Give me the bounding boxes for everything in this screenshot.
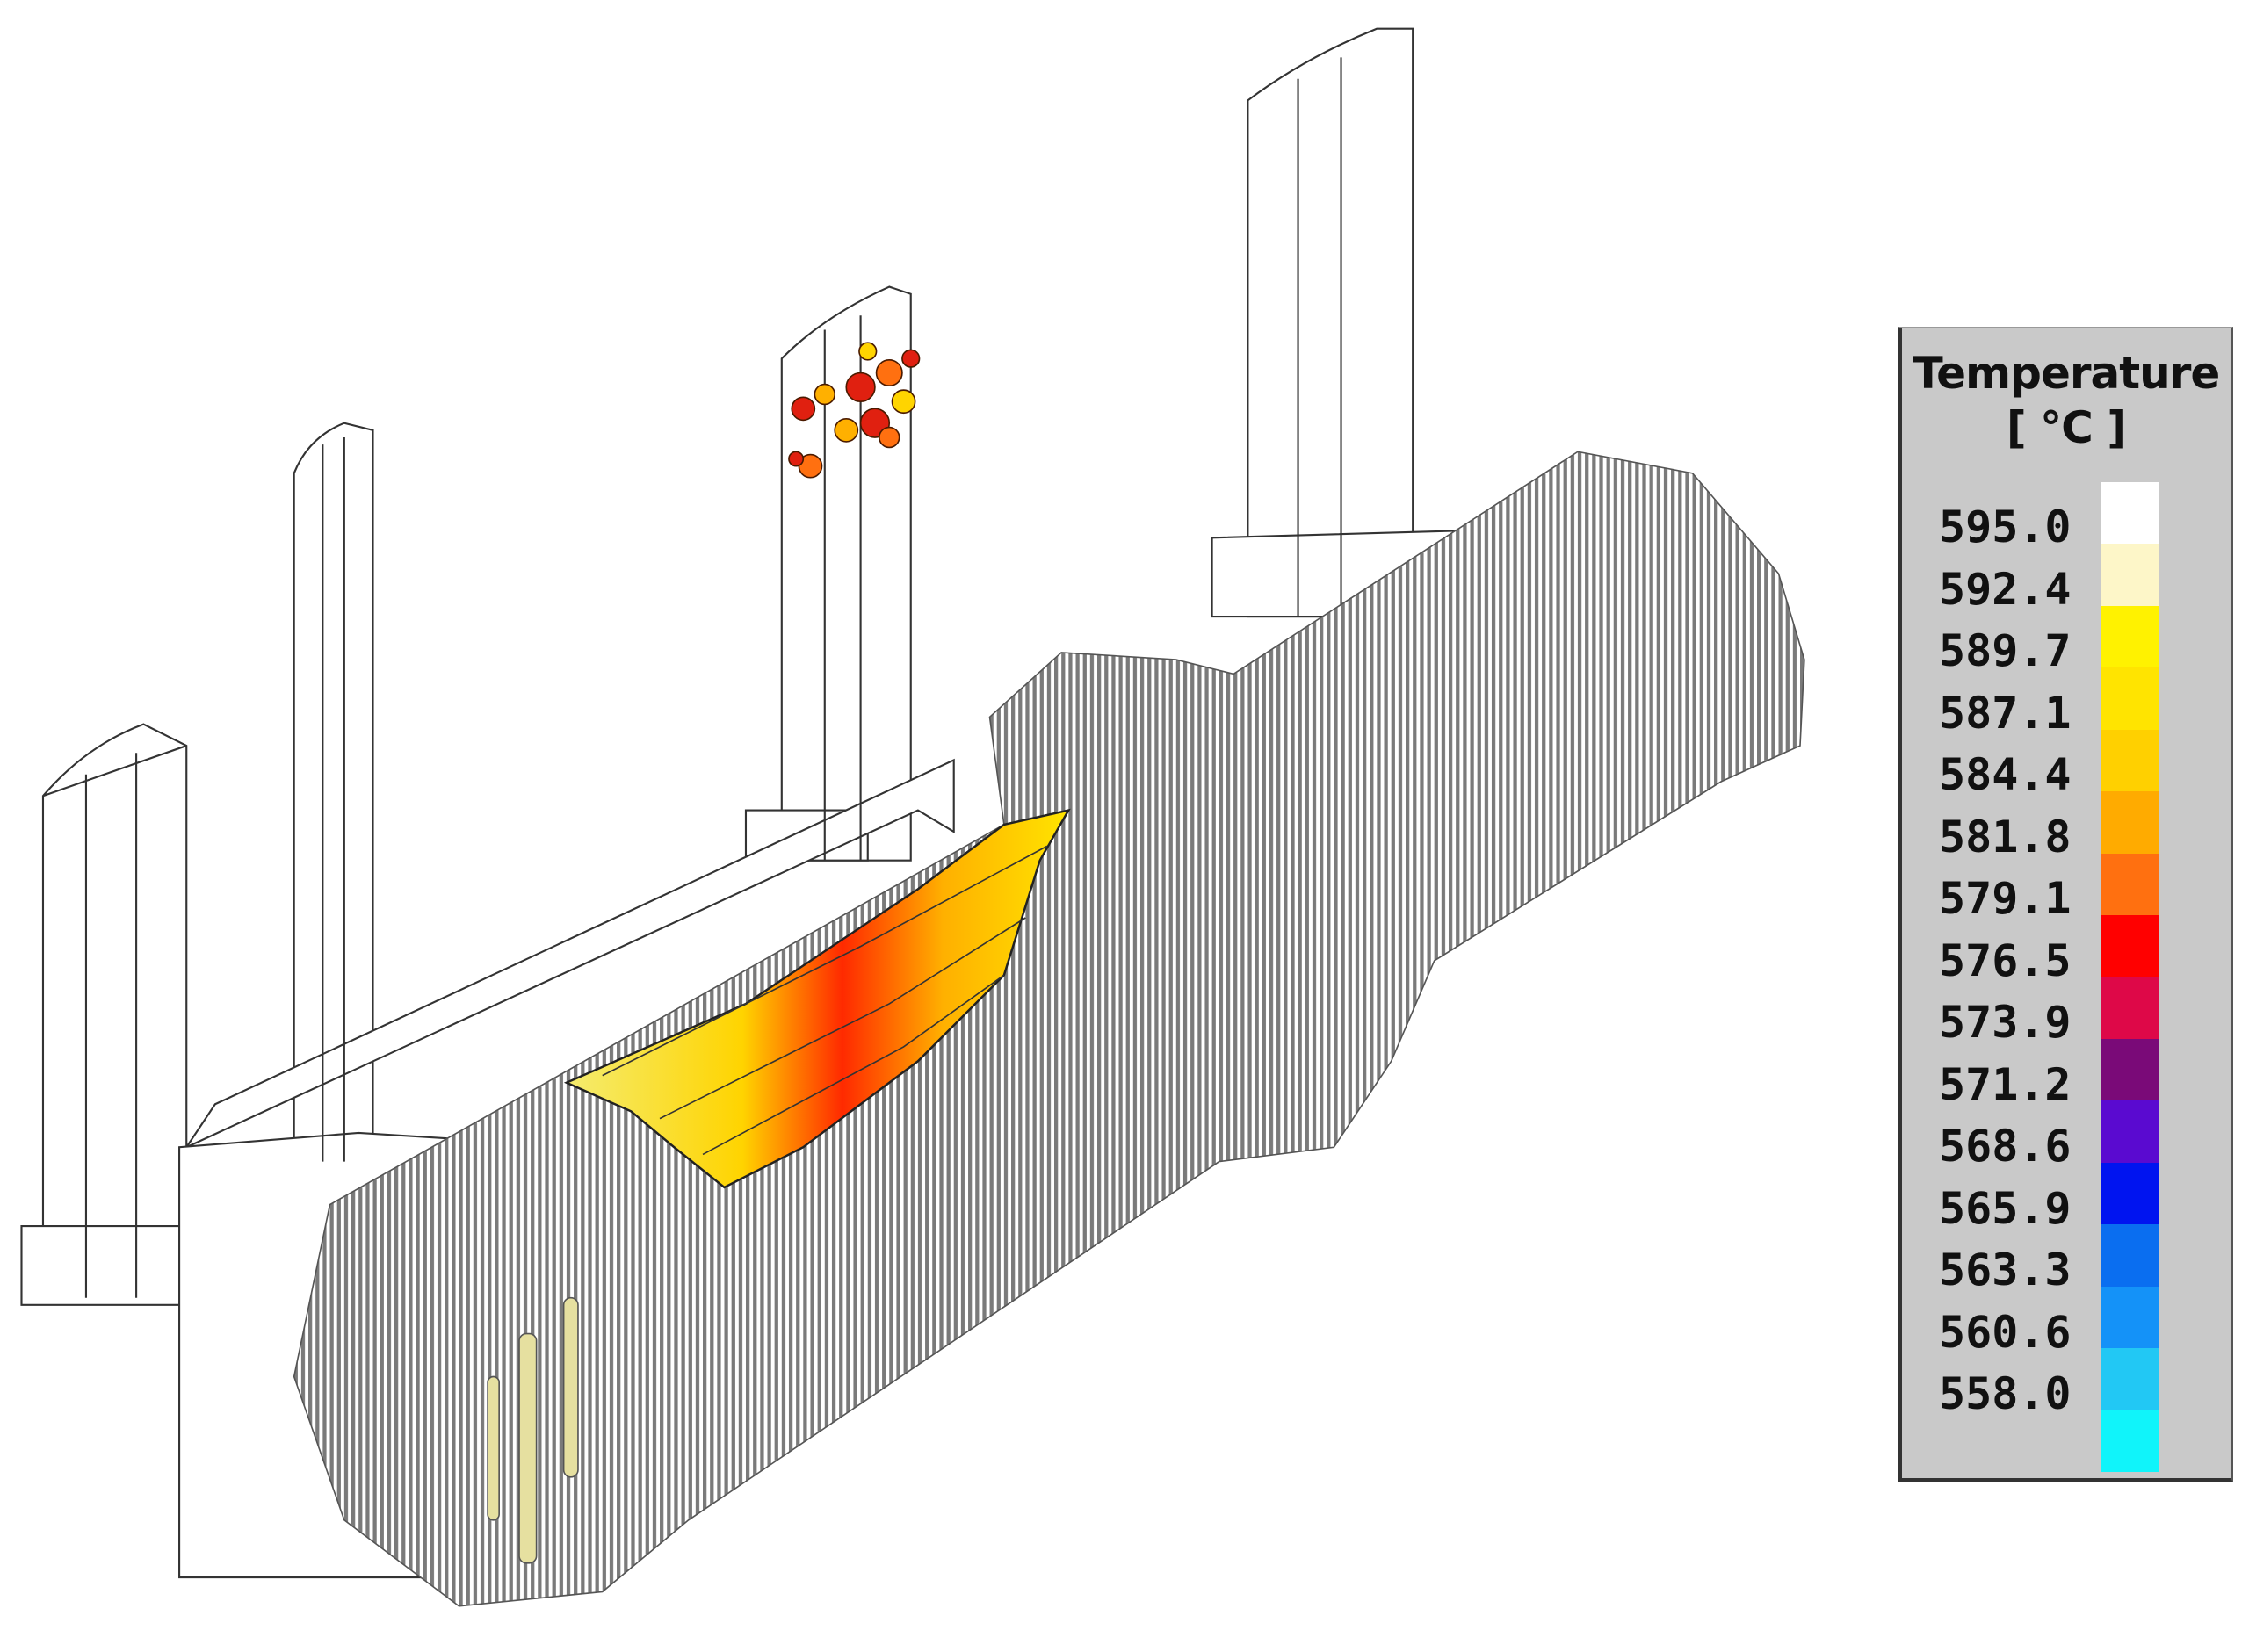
- legend-label: 576.5: [1939, 934, 2072, 986]
- color-swatch: [2101, 1348, 2159, 1410]
- legend-label: 558.0: [1939, 1368, 2072, 1419]
- legend-label: 587.1: [1939, 687, 2072, 739]
- legend-label: 579.1: [1939, 873, 2072, 924]
- color-swatch: [2101, 977, 2159, 1039]
- color-scale-bar: [2101, 482, 2159, 1472]
- hot-particles: [788, 342, 921, 479]
- temperature-legend: Temperature [ °C ] 595.0 592.4 589.7 587.1 5…: [1898, 327, 2233, 1482]
- legend-label: 573.9: [1939, 997, 2072, 1048]
- color-swatch: [2101, 482, 2159, 545]
- color-swatch: [2101, 729, 2159, 792]
- color-swatch: [2101, 1224, 2159, 1287]
- legend-label: 581.8: [1939, 811, 2072, 862]
- support-beam: [184, 758, 955, 1150]
- legend-label: 589.7: [1939, 625, 2072, 676]
- color-swatch: [2101, 1410, 2159, 1472]
- color-swatch: [2101, 1162, 2159, 1225]
- hot-zone-contours: [602, 845, 1048, 1156]
- legend-label: 560.6: [1939, 1306, 2072, 1358]
- color-swatch: [2101, 1038, 2159, 1101]
- color-swatch: [2101, 1100, 2159, 1163]
- color-swatch: [2101, 853, 2159, 916]
- legend-label: 592.4: [1939, 563, 2072, 615]
- color-swatch: [2101, 915, 2159, 977]
- legend-label: 571.2: [1939, 1058, 2072, 1110]
- heater-rods: [487, 1296, 579, 1564]
- legend-unit: [ °C ]: [2006, 402, 2127, 453]
- pillar-4: [1247, 27, 1414, 618]
- pillar-1: [41, 723, 188, 1299]
- legend-label: 568.6: [1939, 1121, 2072, 1172]
- color-swatch: [2101, 544, 2159, 606]
- legend-label: 563.3: [1939, 1244, 2072, 1295]
- color-swatch: [2101, 1286, 2159, 1349]
- legend-label: 565.9: [1939, 1182, 2072, 1234]
- legend-label: 584.4: [1939, 749, 2072, 800]
- cylinder-vessel: [293, 451, 1805, 1607]
- legend-label: 595.0: [1939, 501, 2072, 552]
- color-swatch: [2101, 605, 2159, 668]
- pillar-2: [293, 422, 374, 1163]
- color-swatch: [2101, 667, 2159, 730]
- color-swatch: [2101, 791, 2159, 854]
- legend-title: Temperature: [1913, 348, 2221, 399]
